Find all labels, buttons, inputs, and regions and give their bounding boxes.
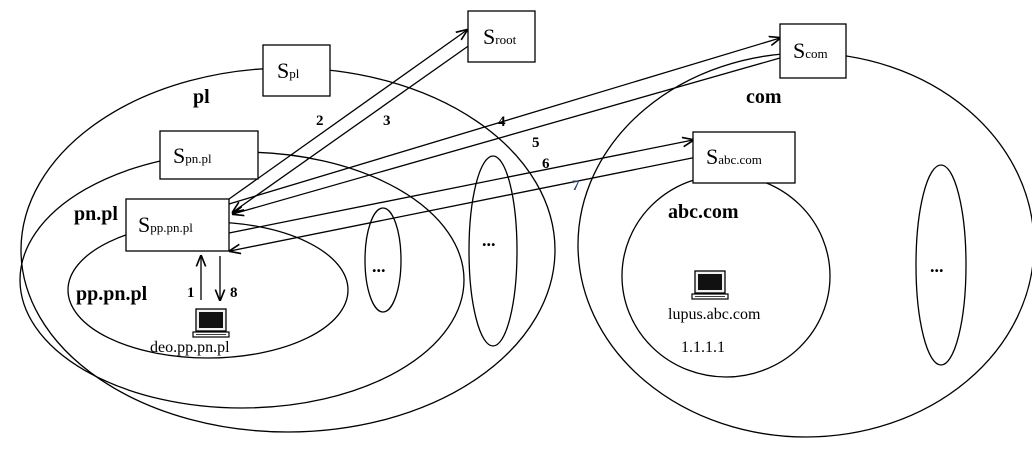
server-abc-com-sub: abc.com <box>718 152 762 167</box>
arrow-step-6 <box>228 140 693 234</box>
svg-text:Spn.pl: Spn.pl <box>173 143 212 168</box>
step-label-8: 8 <box>230 285 238 301</box>
step-label-5: 5 <box>532 135 540 151</box>
server-root-main: S <box>483 24 495 49</box>
server-pn-pl-main: S <box>173 143 185 168</box>
server-pl: Spl <box>262 44 331 97</box>
host-label-lupus: lupus.abc.com <box>668 306 761 323</box>
server-pp-pn-pl: Spp.pn.pl <box>125 198 230 252</box>
arrow-step-4 <box>228 38 780 205</box>
svg-text:Spp.pn.pl: Spp.pn.pl <box>138 212 193 237</box>
server-com: Scom <box>779 23 847 79</box>
arrow-step-3 <box>233 41 475 212</box>
computer-icon <box>192 308 230 338</box>
server-pl-sub: pl <box>289 66 300 81</box>
server-pl-main: S <box>277 58 289 83</box>
server-abc-com: Sabc.com <box>692 131 796 184</box>
zone-pl-boundary <box>20 67 556 433</box>
server-root-sub: root <box>495 32 516 47</box>
server-pn-pl-sub: pn.pl <box>185 151 212 166</box>
server-com-main: S <box>793 38 805 63</box>
arrow-step-2 <box>228 30 467 200</box>
arrow-step-7 <box>230 156 698 251</box>
server-pp-pn-pl-main: S <box>138 212 150 237</box>
svg-text:Spl: Spl <box>277 58 300 83</box>
host-label-deo: deo.pp.pn.pl <box>150 339 230 356</box>
svg-text:Sabc.com: Sabc.com <box>706 144 762 169</box>
computer-icon <box>691 270 729 300</box>
server-abc-com-main: S <box>706 144 718 169</box>
zone-label-com: com <box>746 86 782 108</box>
server-root: Sroot <box>467 10 536 63</box>
zone-com-boundary <box>577 52 1032 438</box>
step-label-2: 2 <box>316 113 324 129</box>
svg-text:Sroot: Sroot <box>483 24 517 49</box>
zone-label-pn-pl: pn.pl <box>74 203 118 225</box>
zone-com-sibling-ellipse <box>915 164 967 366</box>
zone-label-pl: pl <box>193 86 210 108</box>
arrow-step-5 <box>233 57 781 214</box>
server-pn-pl: Spn.pl <box>159 130 259 180</box>
zone-pl-sibling-ellipse <box>468 155 518 347</box>
ellipsis-com-sibling: ... <box>930 256 944 276</box>
zone-label-abc-com: abc.com <box>668 201 739 223</box>
step-label-4: 4 <box>498 114 506 130</box>
step-label-3: 3 <box>383 113 391 129</box>
zone-pn-pl-sibling-ellipse <box>364 207 402 313</box>
server-com-sub: com <box>805 46 827 61</box>
server-pp-pn-pl-sub: pp.pn.pl <box>150 220 193 235</box>
step-label-6: 6 <box>542 156 550 172</box>
ellipsis-pl-sibling: ... <box>482 230 496 250</box>
zone-label-pp-pn-pl: pp.pn.pl <box>76 283 148 305</box>
step-label-1: 1 <box>187 285 195 301</box>
svg-text:Scom: Scom <box>793 38 828 63</box>
host-ip-lupus: 1.1.1.1 <box>681 339 725 356</box>
step-label-7: 7 <box>572 178 580 194</box>
ellipsis-pn-pl-sibling: ... <box>372 256 386 276</box>
